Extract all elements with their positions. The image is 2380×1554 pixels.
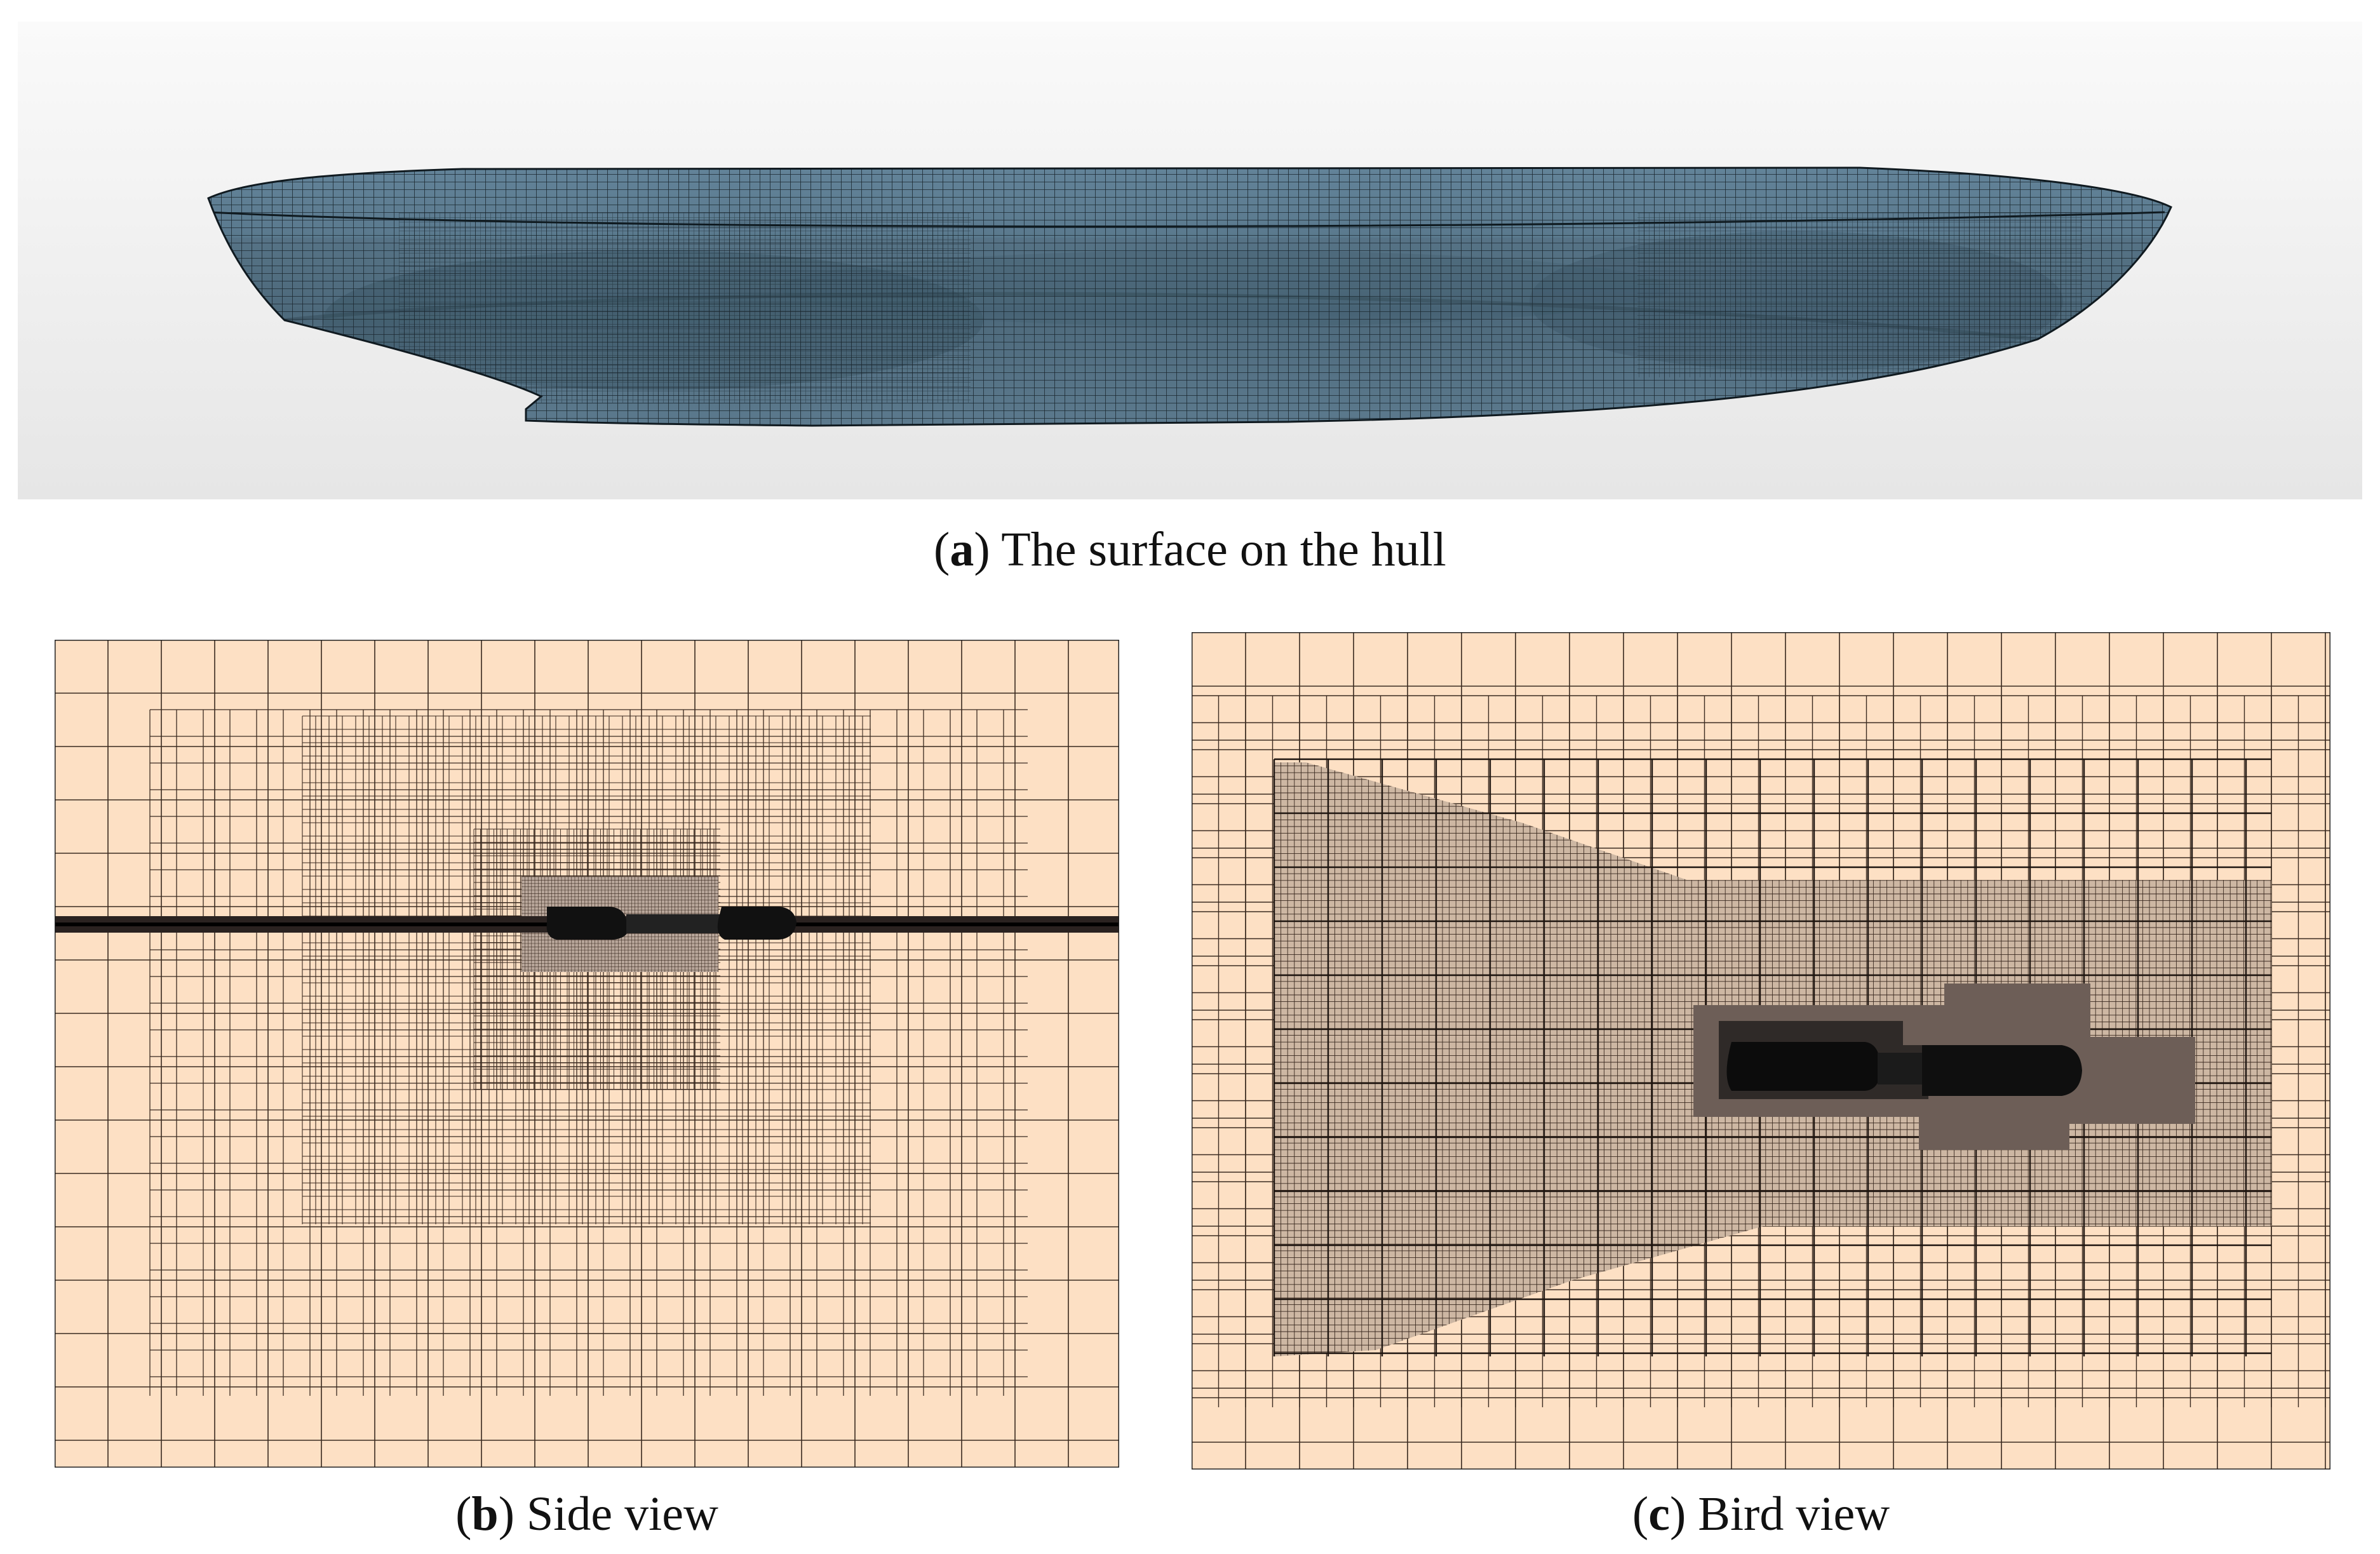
hull-stern-refinement (546, 907, 629, 940)
side-view-mesh-image (55, 640, 1119, 1468)
domain-background (55, 640, 1119, 1468)
caption-a: (a) The surface on the hull (934, 523, 1446, 576)
hull-surface-panel (18, 22, 2362, 499)
caption-a-text: The surface on the hull (990, 523, 1446, 576)
caption-a-letter: a (950, 523, 974, 576)
hull-bow-refinement (717, 907, 797, 940)
side-view-panel (55, 640, 1119, 1468)
caption-b: (b) Side view (455, 1487, 718, 1541)
caption-c-text: Bird view (1686, 1487, 1890, 1541)
coarse-mesh-level (55, 640, 1119, 1468)
caption-b-letter: b (471, 1487, 499, 1541)
hull-bow-refinement (1922, 1045, 2082, 1096)
bird-view-panel (1192, 632, 2330, 1470)
refinement-level-1 (149, 709, 1028, 1396)
bird-view-mesh-image (1192, 632, 2330, 1470)
caption-b-text: Side view (514, 1487, 718, 1541)
hull-stern-refinement (1726, 1042, 1881, 1091)
hull-midbody-refinement (626, 914, 722, 933)
caption-c-letter: c (1648, 1487, 1670, 1541)
hull-surface-mesh-image (18, 22, 2362, 499)
caption-c: (c) Bird view (1632, 1487, 1890, 1541)
